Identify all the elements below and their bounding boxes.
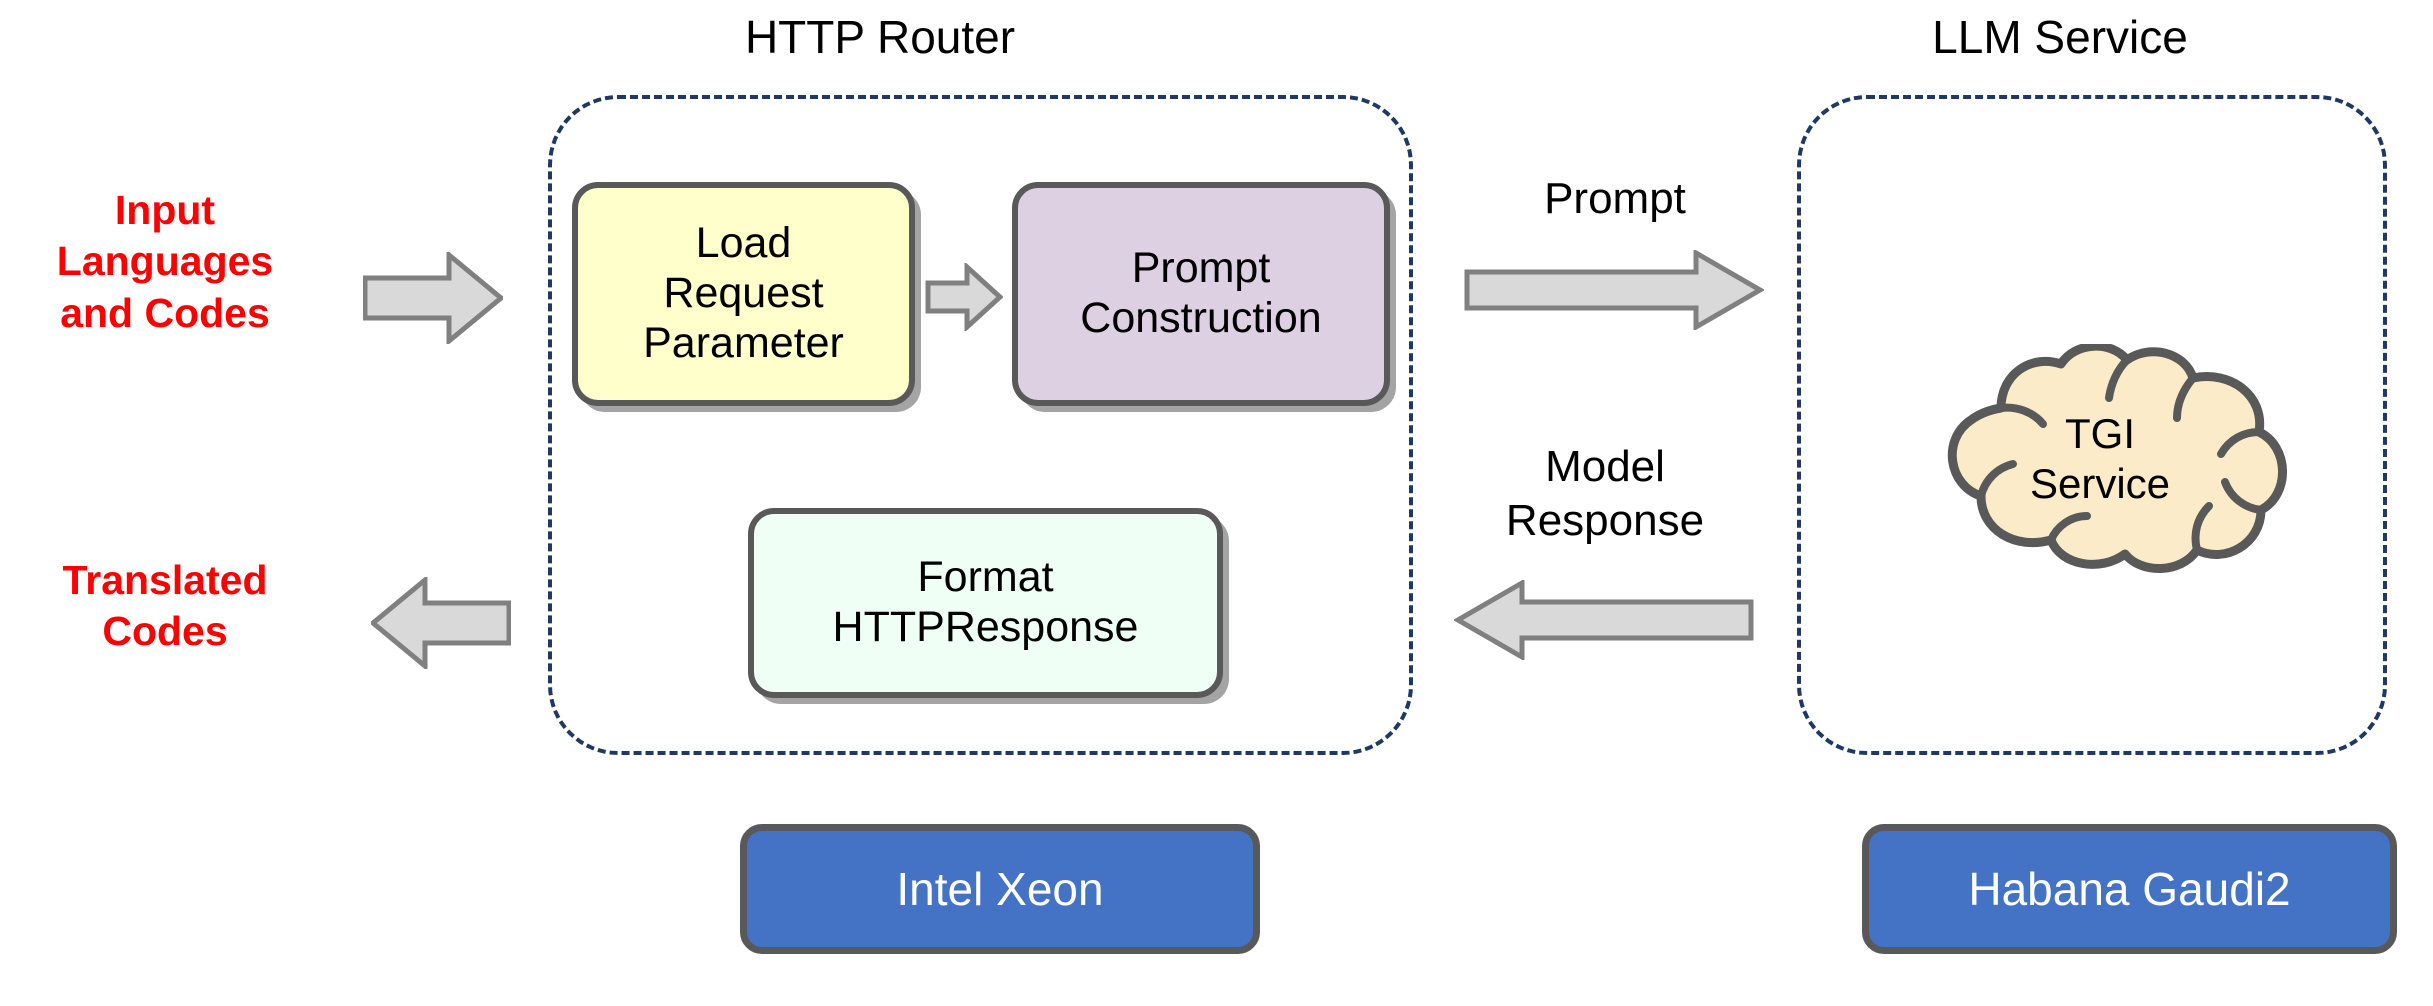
intel-xeon-hardware-box[interactable]: Intel Xeon [740, 824, 1260, 954]
translated-codes-label: Translated Codes [62, 557, 268, 655]
llm-service-title: LLM Service [1932, 11, 2188, 63]
format-httpresponse-label: Format HTTPResponse [832, 553, 1139, 651]
load-request-parameter-box[interactable]: Load Request Parameter [572, 182, 915, 406]
intel-xeon-label: Intel Xeon [896, 863, 1104, 915]
prompt-flow-label: Prompt [1544, 174, 1686, 223]
prompt-flow-arrow-icon [1464, 250, 1764, 330]
format-httpresponse-box[interactable]: Format HTTPResponse [748, 508, 1223, 698]
http-router-title: HTTP Router [744, 11, 1016, 63]
tgi-service-cloud[interactable]: TGI Service [1905, 344, 2295, 574]
prompt-construction-label: Prompt Construction [1080, 244, 1322, 342]
output-flow-arrow-icon [371, 577, 511, 669]
input-flow-arrow-icon [363, 252, 503, 344]
http-router-container [548, 95, 1413, 755]
load-request-parameter-label: Load Request Parameter [643, 219, 844, 367]
habana-gaudi2-hardware-box[interactable]: Habana Gaudi2 [1862, 824, 2397, 954]
model-response-flow-label: Model Response [1505, 442, 1705, 545]
load-to-prompt-arrow-icon [925, 263, 1003, 331]
habana-gaudi2-label: Habana Gaudi2 [1968, 863, 2291, 915]
model-response-flow-arrow-icon [1454, 580, 1754, 660]
llm-service-container [1797, 95, 2387, 755]
input-languages-and-codes-label: Input Languages and Codes [56, 187, 274, 336]
prompt-construction-box[interactable]: Prompt Construction [1012, 182, 1390, 406]
tgi-service-label: TGI Service [2029, 409, 2171, 507]
